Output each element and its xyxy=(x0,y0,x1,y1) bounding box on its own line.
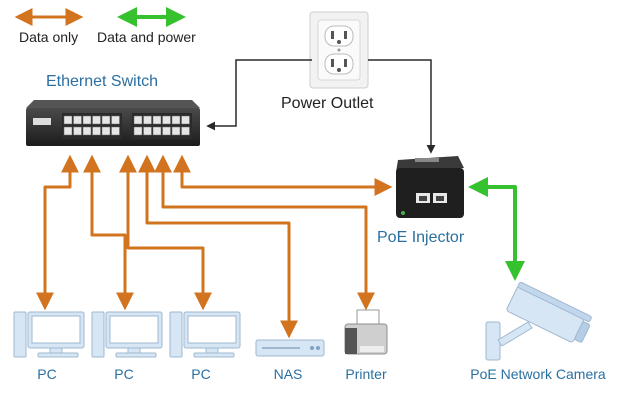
power-cord-to-injector xyxy=(368,59,436,154)
power-outlet-label: Power Outlet xyxy=(281,95,374,112)
poe-injector-icon xyxy=(396,156,464,218)
ethernet-switch-label: Ethernet Switch xyxy=(46,73,159,90)
switch-port xyxy=(181,126,190,136)
poe-injector-label: PoE Injector xyxy=(377,229,465,246)
poe-camera-label: PoE Network Camera xyxy=(470,366,606,382)
pc-icon xyxy=(91,311,163,358)
switch-port xyxy=(152,126,162,136)
ethernet-switch-icon xyxy=(26,100,200,146)
pc-label: PC xyxy=(191,366,211,382)
poe-camera-icon xyxy=(485,281,592,361)
cable-switch-pc-2 xyxy=(83,154,134,311)
nas-label: NAS xyxy=(273,366,303,382)
switch-port xyxy=(111,126,120,136)
pc-label: PC xyxy=(37,366,57,382)
cable-switch-pc-1 xyxy=(36,154,79,311)
switch-port xyxy=(92,126,101,136)
switch-port xyxy=(101,126,111,136)
switch-port xyxy=(171,115,181,125)
pc-icon xyxy=(13,311,85,358)
switch-port xyxy=(92,115,101,125)
printer-icon xyxy=(344,309,388,355)
cable-injector-camera xyxy=(468,177,525,281)
switch-port xyxy=(82,126,92,136)
switch-port xyxy=(133,126,143,136)
pc-label: PC xyxy=(114,366,134,382)
power-cord-to-switch xyxy=(206,59,312,131)
switch-port xyxy=(162,115,171,125)
switch-port xyxy=(111,115,120,125)
switch-port xyxy=(82,115,92,125)
cable-switch-pc-3 xyxy=(119,154,212,311)
switch-port xyxy=(143,115,152,125)
switch-port xyxy=(152,115,162,125)
power-outlet-icon xyxy=(309,11,369,89)
switch-port xyxy=(143,126,152,136)
switch-port xyxy=(133,115,143,125)
switch-port xyxy=(73,115,82,125)
switch-port xyxy=(171,126,181,136)
data-only-cables xyxy=(36,154,393,339)
cable-switch-injector xyxy=(173,154,393,196)
pc-icon xyxy=(169,311,241,358)
switch-port xyxy=(63,115,73,125)
printer-label: Printer xyxy=(345,366,387,382)
switch-port xyxy=(162,126,171,136)
nas-icon xyxy=(255,339,325,357)
legend-data-only-label: Data only xyxy=(19,29,79,45)
cable-switch-printer xyxy=(154,154,375,311)
switch-port xyxy=(181,115,190,125)
legend-data-power-label: Data and power xyxy=(97,29,196,45)
switch-port xyxy=(101,115,111,125)
switch-port xyxy=(73,126,82,136)
switch-port xyxy=(63,126,73,136)
